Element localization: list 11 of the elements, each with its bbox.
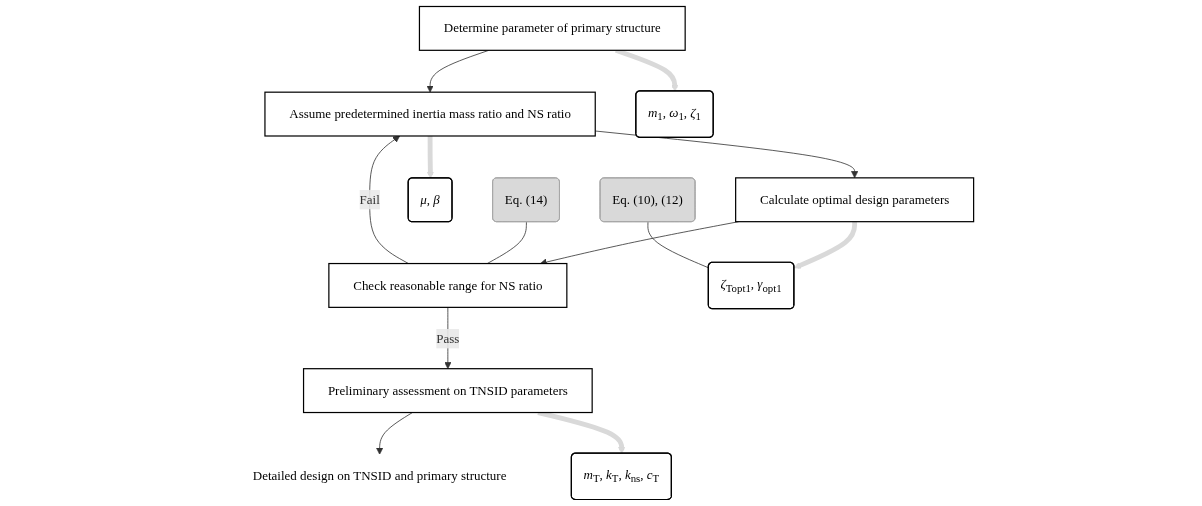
node-box: Calculate optimal design parameters — [735, 177, 975, 223]
arrow — [793, 221, 857, 269]
connector — [486, 221, 527, 264]
node-box: Assume predetermined inertia mass ratio and NS ratio — [264, 91, 596, 137]
edge-label: Pass — [436, 331, 460, 346]
node-box: Check reasonable range for NS ratio — [328, 262, 568, 308]
node-box: Determine parameter of primary structure — [418, 5, 686, 51]
node-text: Detailed design on TNSID and primary structure — [252, 468, 507, 483]
edge-label: Fail — [359, 192, 380, 207]
node-box: Preliminary assessment on TNSID parameters — [302, 368, 593, 414]
arrow — [426, 136, 434, 179]
